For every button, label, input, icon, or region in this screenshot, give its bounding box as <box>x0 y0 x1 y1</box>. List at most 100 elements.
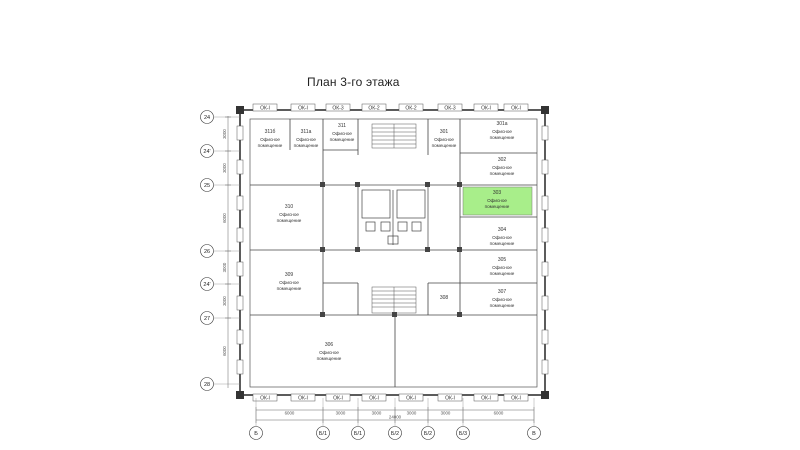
room-number: 301 <box>440 129 449 135</box>
bottom-dim-label: 3000 <box>336 411 346 416</box>
bottom-window-label: ОК-I <box>481 396 491 402</box>
col-axis-bubble <box>527 426 541 440</box>
room-label: помещение <box>330 137 355 142</box>
col-axis-label: Б/1 <box>319 431 327 437</box>
top-window-2 <box>325 103 351 112</box>
room-label: помещение <box>490 241 515 246</box>
bottom-window-label: ОК-I <box>445 396 455 402</box>
top-window-label: ОК-I <box>511 106 521 112</box>
room-number: 301а <box>496 121 507 127</box>
top-window-3 <box>361 103 387 112</box>
col-axis-bubble <box>316 426 330 440</box>
top-window-4 <box>398 103 424 112</box>
col-axis-label: Б/3 <box>459 431 467 437</box>
left-dim-label: 3000 <box>222 296 227 306</box>
room-label: Офисное <box>279 280 299 285</box>
bottom-dim-label: 6000 <box>494 411 504 416</box>
bottom-dim-label: 3000 <box>441 411 451 416</box>
stair-bottom <box>371 286 417 314</box>
room-labels: 311бОфисноепомещение311аОфисноепомещение… <box>258 121 515 361</box>
col-axis-bubble <box>388 426 402 440</box>
bottom-window-label: ОК-I <box>260 396 270 402</box>
top-window-5 <box>437 103 463 112</box>
room-label: Офисное <box>319 350 339 355</box>
total-dim: 24000 <box>389 415 402 420</box>
stair-top <box>371 123 417 149</box>
top-window-label: ОК-I <box>481 106 491 112</box>
room-label: Офисное <box>492 297 512 302</box>
top-window-label: ОК-3 <box>332 106 343 112</box>
room-label: помещение <box>277 286 302 291</box>
row-axis-label: 25 <box>204 183 210 189</box>
row-axis-label: 26 <box>204 249 210 255</box>
bottom-window-2 <box>325 393 351 402</box>
bottom-window-label: ОК-I <box>406 396 416 402</box>
col-axis-label: Б/2 <box>391 431 399 437</box>
room-label: Офисное <box>434 137 454 142</box>
room-number: 311а <box>301 129 312 135</box>
plan-title: План 3-го этажа <box>307 75 400 89</box>
col-axis-bubble <box>351 426 365 440</box>
room-label: помещение <box>277 218 302 223</box>
bottom-window-label: ОК-I <box>298 396 308 402</box>
left-dims: 3000 3000 6000 3000 3000 6000 <box>222 116 231 356</box>
core-block <box>357 184 429 251</box>
corner-columns <box>236 106 549 399</box>
room-label: помещение <box>317 356 342 361</box>
bottom-dim-label: 3000 <box>372 411 382 416</box>
top-window-label: ОК-I <box>298 106 308 112</box>
row-axis-label: 27 <box>204 316 210 322</box>
room-number: 310 <box>285 204 294 210</box>
col-axis-label: Б/2 <box>424 431 432 437</box>
room-label: помещение <box>485 204 510 209</box>
top-window-0 <box>252 103 278 112</box>
top-window-label: ОК-3 <box>444 106 455 112</box>
room-number: 311б <box>265 129 276 135</box>
room-label: помещение <box>490 271 515 276</box>
top-window-label: ОК-I <box>260 106 270 112</box>
bottom-window-label: ОК-I <box>369 396 379 402</box>
room-number: 303 <box>493 190 502 196</box>
room-number: 311 <box>338 123 346 129</box>
top-window-label: ОК-2 <box>405 106 416 112</box>
bottom-window-1 <box>290 393 316 402</box>
top-window-1 <box>290 103 316 112</box>
room-number: 307 <box>498 289 507 295</box>
bottom-dim-label: 3000 <box>407 411 417 416</box>
bottom-window-7 <box>503 393 529 402</box>
left-dim-label: 6000 <box>222 213 227 223</box>
room-label: помещение <box>432 143 457 148</box>
highlighted-room-303[interactable] <box>462 186 533 216</box>
interior-walls <box>250 119 537 387</box>
left-dim-label: 3000 <box>222 262 227 272</box>
bottom-window-label: ОК-I <box>511 396 521 402</box>
col-axis-label: Б/1 <box>354 431 362 437</box>
left-dim-label: 6000 <box>222 346 227 356</box>
col-axis-label: Б <box>254 431 258 437</box>
room-number: 305 <box>498 257 507 263</box>
bottom-window-6 <box>473 393 499 402</box>
col-axis-bubble <box>456 426 470 440</box>
row-axis-label: 28 <box>204 382 210 388</box>
left-dim-label: 3000 <box>222 129 227 139</box>
row-axis-label: 24 <box>204 115 210 121</box>
col-axis-bubble <box>421 426 435 440</box>
room-label: Офисное <box>332 131 352 136</box>
room-label: Офисное <box>492 129 512 134</box>
top-window-7 <box>503 103 529 112</box>
inner-wall-line <box>249 118 538 388</box>
room-label: помещение <box>490 303 515 308</box>
top-window-6 <box>473 103 499 112</box>
row-axis-label: 24' <box>203 149 210 155</box>
room-number: 304 <box>498 227 507 233</box>
room-label: помещение <box>258 143 283 148</box>
outer-wall <box>239 109 546 396</box>
bottom-dim-label: 6000 <box>285 411 295 416</box>
left-dim-label: 3000 <box>222 163 227 173</box>
interior-columns <box>320 182 462 317</box>
col-axis-bubble <box>249 426 263 440</box>
